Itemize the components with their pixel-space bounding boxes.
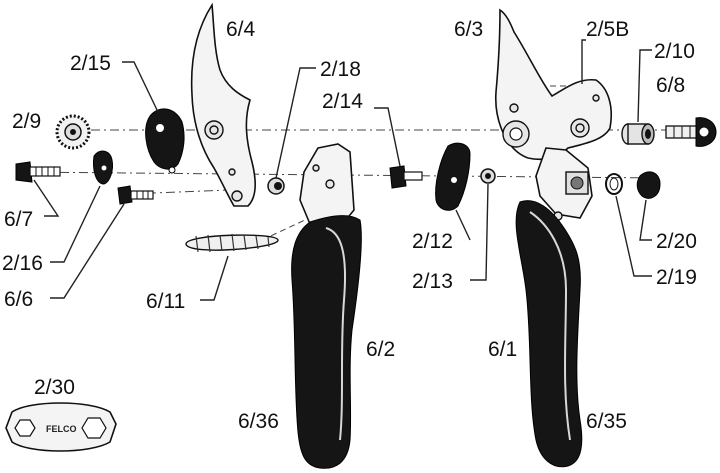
label-2-13: 2/13 (412, 270, 453, 293)
label-2-18: 2/18 (320, 58, 361, 81)
leader-2-10 (637, 49, 652, 123)
screw-6-6 (117, 185, 154, 205)
leader-6-6 (50, 203, 125, 299)
leader-2-15 (122, 61, 159, 113)
leader-2-13 (470, 183, 489, 281)
label-6-7: 6/7 (4, 208, 33, 231)
bolt-6-7 (15, 161, 61, 183)
lower-blade-6-3 (495, 8, 612, 161)
label-2-16: 2/16 (2, 252, 43, 275)
leader-2-14 (374, 107, 401, 167)
leader-6-7 (33, 179, 60, 217)
label-2-19: 2/19 (656, 266, 697, 289)
label-2-20: 2/20 (656, 230, 697, 253)
assembly-axis-lower (127, 189, 231, 195)
leader-2-18 (275, 67, 316, 179)
key-tool-2-30: FELCO (5, 402, 117, 452)
centre-bolt-6-8 (665, 117, 717, 147)
leader-2-12 (455, 209, 471, 241)
leader-2-19 (615, 195, 652, 277)
leader-6-11 (200, 255, 229, 301)
leader-2-20 (639, 199, 652, 241)
label-6-35: 6/35 (586, 410, 627, 433)
label-2-14: 2/14 (322, 90, 363, 113)
label-2-15: 2/15 (70, 52, 111, 75)
label-6-3: 6/3 (454, 18, 483, 41)
label-6-2: 6/2 (366, 338, 395, 361)
label-2-12: 2/12 (412, 230, 453, 253)
label-2-30: 2/30 (34, 376, 75, 399)
label-2-10: 2/10 (654, 40, 695, 63)
nut-2-18 (267, 177, 285, 195)
label-6-36: 6/36 (238, 410, 279, 433)
bushing-2-10 (621, 123, 655, 145)
label-6-11: 6/11 (146, 290, 185, 313)
screw-2-14 (389, 165, 423, 189)
spring-6-11 (185, 233, 279, 253)
lower-handle-6-1 (515, 147, 593, 468)
ring-2-19 (605, 173, 623, 195)
assembly-axis-spring (261, 219, 306, 241)
cam-2-12 (435, 142, 471, 211)
cam-plate-2-15 (145, 108, 185, 174)
upper-blade-6-4 (190, 2, 257, 207)
label-6-6: 6/6 (4, 288, 33, 311)
label-6-4: 6/4 (226, 18, 256, 41)
leader-2-5b (581, 39, 586, 84)
adjusting-wheel-2-9 (55, 114, 91, 150)
label-2-9: 2/9 (12, 110, 41, 133)
key-tool-engraving: FELCO (46, 424, 77, 434)
lower-handle-6-2 (291, 143, 362, 469)
leader-2-16 (50, 185, 101, 263)
cam-2-16 (93, 150, 113, 185)
washer-2-13 (480, 168, 496, 184)
buffer-2-20 (636, 171, 661, 199)
label-2-5b: 2/5B (586, 18, 629, 41)
label-6-8: 6/8 (656, 74, 685, 97)
label-6-1: 6/1 (488, 338, 517, 361)
